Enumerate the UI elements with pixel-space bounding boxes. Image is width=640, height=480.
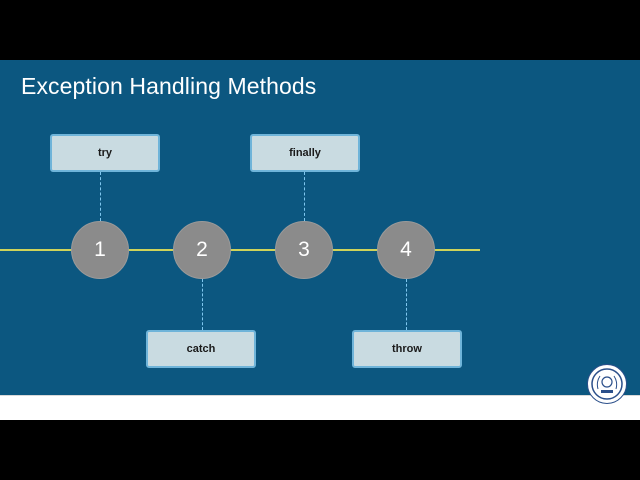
connector-throw [406,279,407,330]
node-4: 4 [377,221,435,279]
label-catch: catch [146,330,256,368]
slide-footer-bar [0,395,640,420]
node-1: 1 [71,221,129,279]
connector-finally [304,172,305,221]
institution-logo-icon [587,364,627,404]
label-finally: finally [250,134,360,172]
label-throw: throw [352,330,462,368]
timeline-line [0,249,480,251]
node-2: 2 [173,221,231,279]
slide: Exception Handling Methods 1 2 3 4 try f… [0,60,640,420]
label-try: try [50,134,160,172]
connector-catch [202,279,203,330]
node-3: 3 [275,221,333,279]
slide-title: Exception Handling Methods [21,73,317,99]
connector-try [100,172,101,221]
